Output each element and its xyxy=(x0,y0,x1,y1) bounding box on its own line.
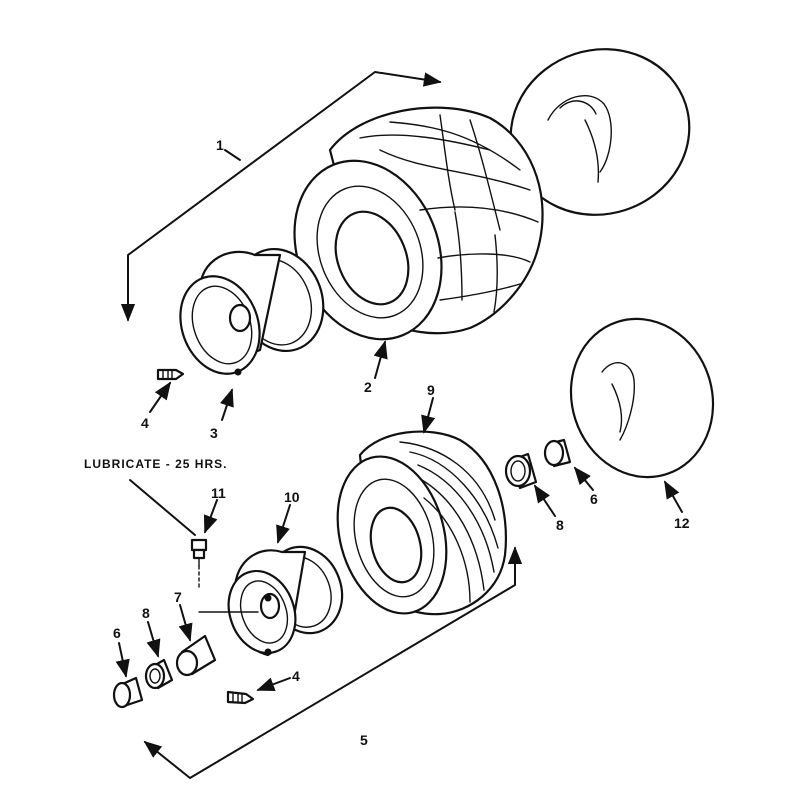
callout-5: 5 xyxy=(360,732,368,748)
callout-12: 12 xyxy=(674,515,690,531)
lug-bolt-upper xyxy=(156,368,185,381)
callout-7: 7 xyxy=(174,589,182,605)
callout-9: 9 xyxy=(427,382,435,398)
callout-3: 3 xyxy=(210,425,218,441)
assembly-5-bracket xyxy=(143,546,523,779)
wheel-rim-lower xyxy=(227,545,344,657)
rib-tire xyxy=(336,430,507,616)
callout-4-lower: 4 xyxy=(292,668,300,684)
callout-6-lower: 6 xyxy=(113,625,121,641)
callout-4-upper: 4 xyxy=(141,415,149,431)
callout-6-right: 6 xyxy=(590,491,598,507)
lubricate-note: LUBRICATE - 25 HRS. xyxy=(84,457,227,471)
inner-tube-upper xyxy=(509,48,691,216)
bushings-right xyxy=(504,438,572,490)
grease-fitting xyxy=(190,538,259,613)
lug-tire xyxy=(293,106,544,341)
wheel-rim-upper xyxy=(179,247,325,376)
leaders-top xyxy=(149,149,388,421)
callout-8-lower: 8 xyxy=(142,605,150,621)
callout-1: 1 xyxy=(216,137,224,153)
bushings-left xyxy=(112,634,217,709)
assembly-1-bracket xyxy=(120,71,442,322)
callout-10: 10 xyxy=(284,489,300,505)
inner-tube-lower xyxy=(569,317,715,479)
callout-11: 11 xyxy=(211,485,226,501)
callout-8-right: 8 xyxy=(556,517,564,533)
leaders-bottom xyxy=(115,397,683,692)
lug-bolt-lower xyxy=(226,690,255,705)
callout-2: 2 xyxy=(364,379,372,395)
